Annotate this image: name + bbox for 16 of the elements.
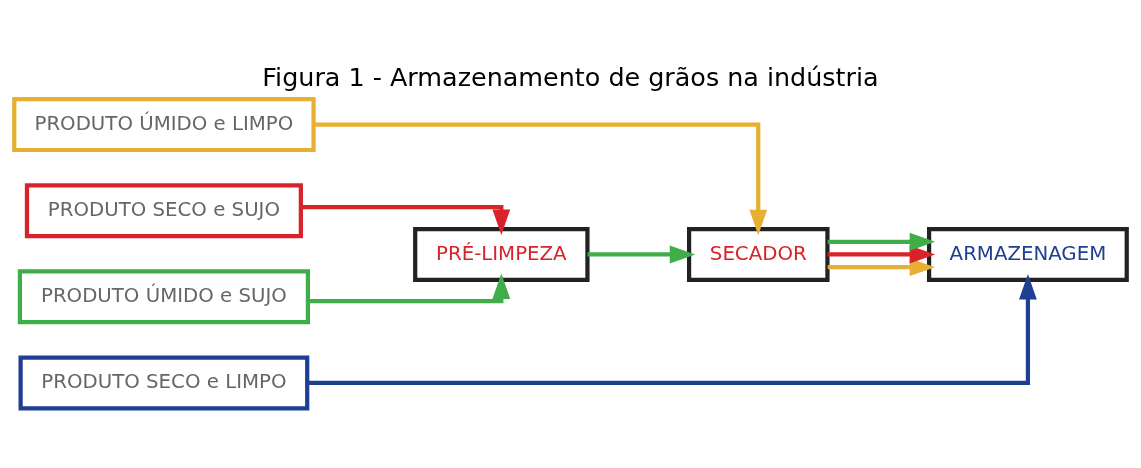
arrow [827, 232, 936, 251]
node-box: PRÉ-LIMPEZA [413, 226, 590, 282]
arrow [308, 273, 511, 304]
node-box: ARMAZENAGEM [926, 226, 1129, 282]
node-box: SECADOR [686, 226, 830, 282]
arrow [313, 122, 768, 236]
node-box: PRODUTO ÚMIDO e LIMPO [12, 97, 316, 153]
arrow [827, 258, 936, 277]
node-box: PRODUTO ÚMIDO e SUJO [17, 269, 311, 325]
diagram-title: Figura 1 - Armazenamento de grãos na indústria [262, 61, 879, 92]
arrow [827, 245, 936, 264]
arrow [301, 205, 511, 236]
arrow [307, 274, 1037, 386]
node-box: PRODUTO SECO e LIMPO [18, 355, 310, 411]
node-box: PRODUTO SECO e SUJO [24, 183, 303, 239]
arrow [587, 245, 696, 264]
